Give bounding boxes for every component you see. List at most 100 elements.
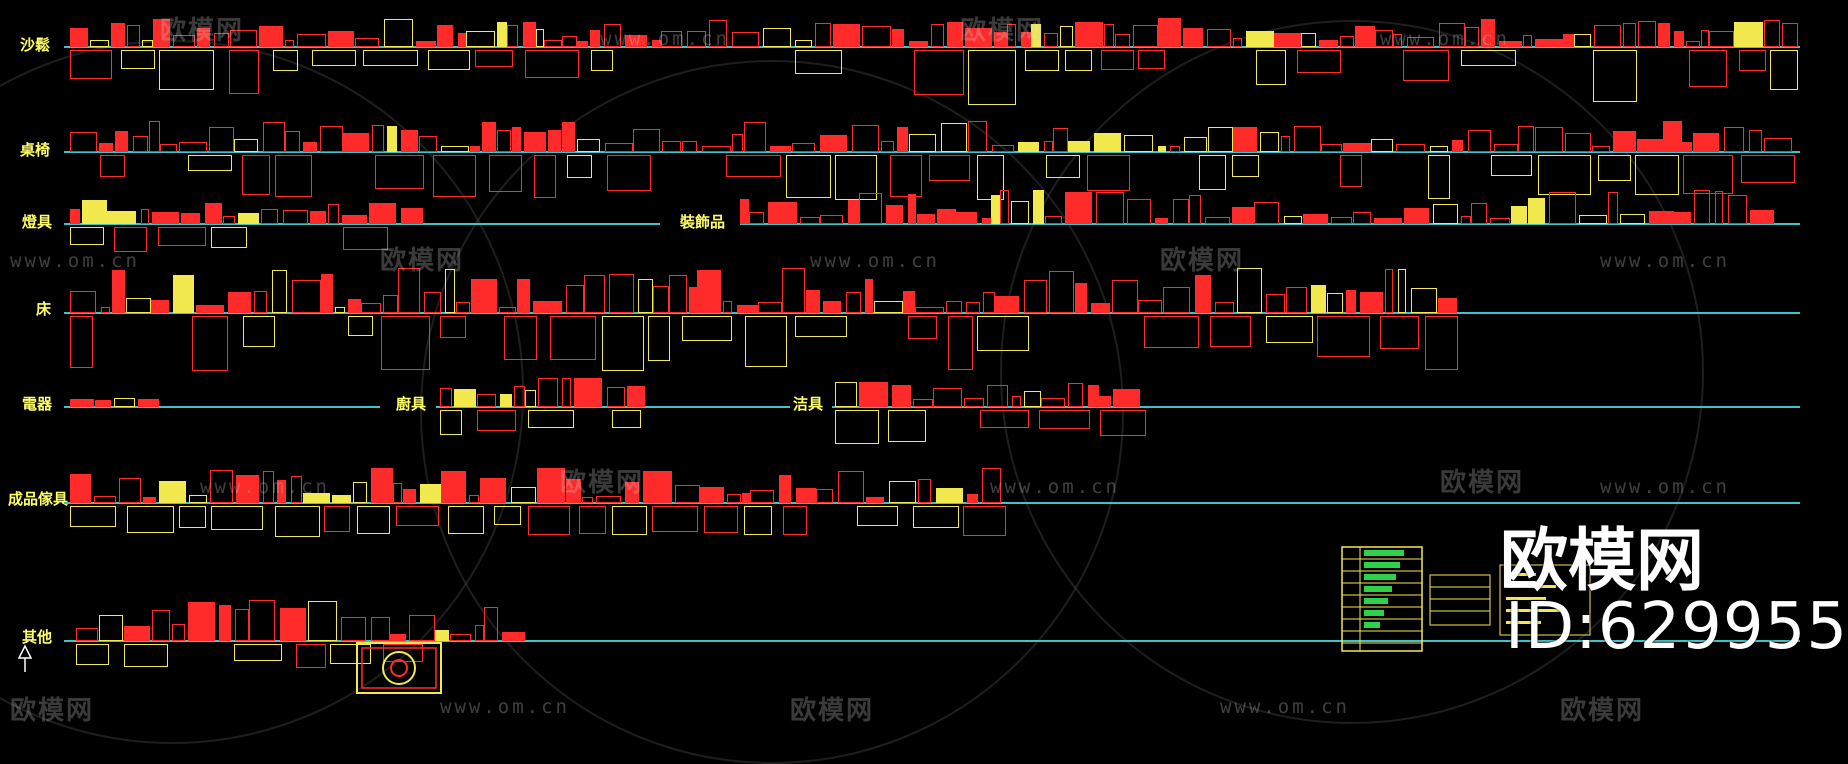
- plan-block-table-chair[interactable]: [567, 155, 592, 178]
- elevation-block-table-chair[interactable]: [744, 122, 766, 152]
- elevation-block-sofa[interactable]: [1021, 32, 1031, 47]
- elevation-block-sofa[interactable]: [1060, 26, 1073, 47]
- elevation-block-other[interactable]: [76, 628, 98, 641]
- elevation-block-other[interactable]: [280, 608, 306, 641]
- elevation-block-finished-furniture[interactable]: [816, 489, 833, 503]
- elevation-block-sanitary[interactable]: [1041, 398, 1065, 407]
- plan-block-finished-furniture[interactable]: [357, 506, 390, 534]
- plan-block-bed[interactable]: [243, 316, 275, 347]
- elevation-block-table-chair[interactable]: [1749, 130, 1762, 152]
- elevation-block-finished-furniture[interactable]: [537, 468, 565, 503]
- plan-block-table-chair[interactable]: [929, 155, 970, 181]
- plan-block-lamp[interactable]: [158, 227, 206, 246]
- plan-block-table-chair[interactable]: [1598, 155, 1631, 181]
- elevation-block-sofa[interactable]: [355, 38, 379, 47]
- elevation-block-table-chair[interactable]: [441, 146, 469, 152]
- elevation-block-lamp[interactable]: [152, 212, 179, 224]
- elevation-block-sofa[interactable]: [947, 22, 963, 47]
- plan-block-table-chair[interactable]: [977, 155, 1004, 200]
- elevation-block-lamp[interactable]: [223, 216, 235, 224]
- elevation-block-finished-furniture[interactable]: [441, 471, 466, 503]
- plan-block-sofa[interactable]: [121, 50, 155, 69]
- elevation-block-table-chair[interactable]: [1724, 127, 1744, 152]
- elevation-block-bed[interactable]: [638, 279, 653, 313]
- elevation-block-bed[interactable]: [1346, 290, 1356, 313]
- elevation-block-sofa[interactable]: [909, 41, 928, 47]
- elevation-block-sofa[interactable]: [1233, 38, 1242, 47]
- plan-block-table-chair[interactable]: [534, 155, 556, 198]
- elevation-block-appliance[interactable]: [70, 399, 94, 407]
- elevation-block-table-chair[interactable]: [1613, 131, 1636, 152]
- elevation-block-table-chair[interactable]: [1535, 127, 1563, 152]
- rug-medallion-block[interactable]: [356, 642, 442, 694]
- elevation-block-table-chair[interactable]: [1053, 128, 1068, 152]
- elevation-block-bed[interactable]: [196, 305, 224, 313]
- elevation-block-sofa[interactable]: [230, 30, 257, 47]
- elevation-block-table-chair[interactable]: [897, 127, 908, 152]
- elevation-block-sofa[interactable]: [1207, 29, 1231, 47]
- elevation-block-other[interactable]: [172, 624, 185, 641]
- elevation-block-sofa[interactable]: [1183, 28, 1203, 47]
- elevation-block-decor[interactable]: [956, 212, 977, 224]
- elevation-block-sofa[interactable]: [604, 24, 621, 47]
- plan-block-sofa[interactable]: [1403, 50, 1449, 81]
- plan-block-finished-furniture[interactable]: [275, 506, 320, 537]
- elevation-block-kitchen[interactable]: [607, 387, 625, 407]
- plan-block-sofa[interactable]: [312, 50, 356, 66]
- elevation-block-sanitary[interactable]: [933, 388, 962, 407]
- elevation-block-bed[interactable]: [1075, 283, 1087, 313]
- elevation-block-table-chair[interactable]: [497, 130, 511, 152]
- elevation-block-sofa[interactable]: [142, 40, 153, 47]
- elevation-block-table-chair[interactable]: [1294, 126, 1321, 152]
- legend-sheet[interactable]: [1340, 545, 1820, 653]
- elevation-block-other[interactable]: [152, 610, 170, 641]
- elevation-block-bed[interactable]: [292, 280, 321, 313]
- plan-block-finished-furniture[interactable]: [913, 506, 959, 528]
- elevation-block-decor[interactable]: [1750, 210, 1774, 224]
- elevation-block-table-chair[interactable]: [732, 134, 743, 152]
- elevation-block-lamp[interactable]: [310, 211, 326, 224]
- plan-block-finished-furniture[interactable]: [70, 506, 116, 527]
- elevation-block-sofa[interactable]: [892, 29, 904, 47]
- elevation-block-bed[interactable]: [398, 268, 420, 313]
- elevation-block-table-chair[interactable]: [1068, 141, 1090, 152]
- plan-block-bed[interactable]: [1144, 316, 1199, 348]
- elevation-block-appliance[interactable]: [114, 398, 135, 407]
- elevation-block-finished-furniture[interactable]: [643, 471, 672, 503]
- plan-block-table-chair[interactable]: [489, 155, 522, 192]
- elevation-block-sofa[interactable]: [173, 35, 195, 47]
- elevation-block-kitchen[interactable]: [477, 394, 496, 407]
- plan-block-finished-furniture[interactable]: [783, 506, 807, 535]
- elevation-block-sanitary[interactable]: [859, 382, 888, 407]
- elevation-block-sofa[interactable]: [416, 41, 436, 47]
- elevation-block-other[interactable]: [249, 600, 275, 641]
- plan-block-table-chair[interactable]: [100, 155, 125, 177]
- elevation-block-bed[interactable]: [865, 279, 873, 313]
- plan-block-bed[interactable]: [1380, 316, 1419, 349]
- elevation-block-sofa[interactable]: [536, 29, 544, 47]
- elevation-block-kitchen[interactable]: [500, 394, 512, 407]
- elevation-block-table-chair[interactable]: [1094, 133, 1121, 152]
- elevation-block-bed[interactable]: [173, 275, 194, 313]
- elevation-block-table-chair[interactable]: [1663, 121, 1682, 152]
- plan-block-sofa[interactable]: [1101, 50, 1134, 70]
- elevation-block-other[interactable]: [450, 634, 471, 641]
- elevation-block-lamp[interactable]: [401, 208, 423, 224]
- elevation-block-table-chair[interactable]: [605, 143, 633, 152]
- elevation-block-sanitary[interactable]: [1068, 383, 1083, 407]
- plan-block-table-chair[interactable]: [1087, 155, 1130, 191]
- elevation-block-sofa[interactable]: [1658, 23, 1670, 47]
- elevation-block-sofa[interactable]: [1782, 23, 1798, 47]
- elevation-block-decor[interactable]: [1608, 192, 1618, 224]
- elevation-block-bed[interactable]: [151, 300, 169, 313]
- elevation-block-sofa[interactable]: [1623, 23, 1636, 47]
- elevation-block-table-chair[interactable]: [1124, 135, 1153, 152]
- plan-block-bed[interactable]: [1210, 316, 1251, 347]
- elevation-block-sofa[interactable]: [833, 24, 860, 47]
- elevation-block-finished-furniture[interactable]: [189, 495, 207, 503]
- elevation-block-decor[interactable]: [1065, 192, 1092, 224]
- elevation-block-decor[interactable]: [1471, 203, 1487, 224]
- plan-block-sofa[interactable]: [968, 50, 1016, 105]
- plan-block-finished-furniture[interactable]: [579, 506, 606, 534]
- elevation-block-decor[interactable]: [1649, 211, 1674, 224]
